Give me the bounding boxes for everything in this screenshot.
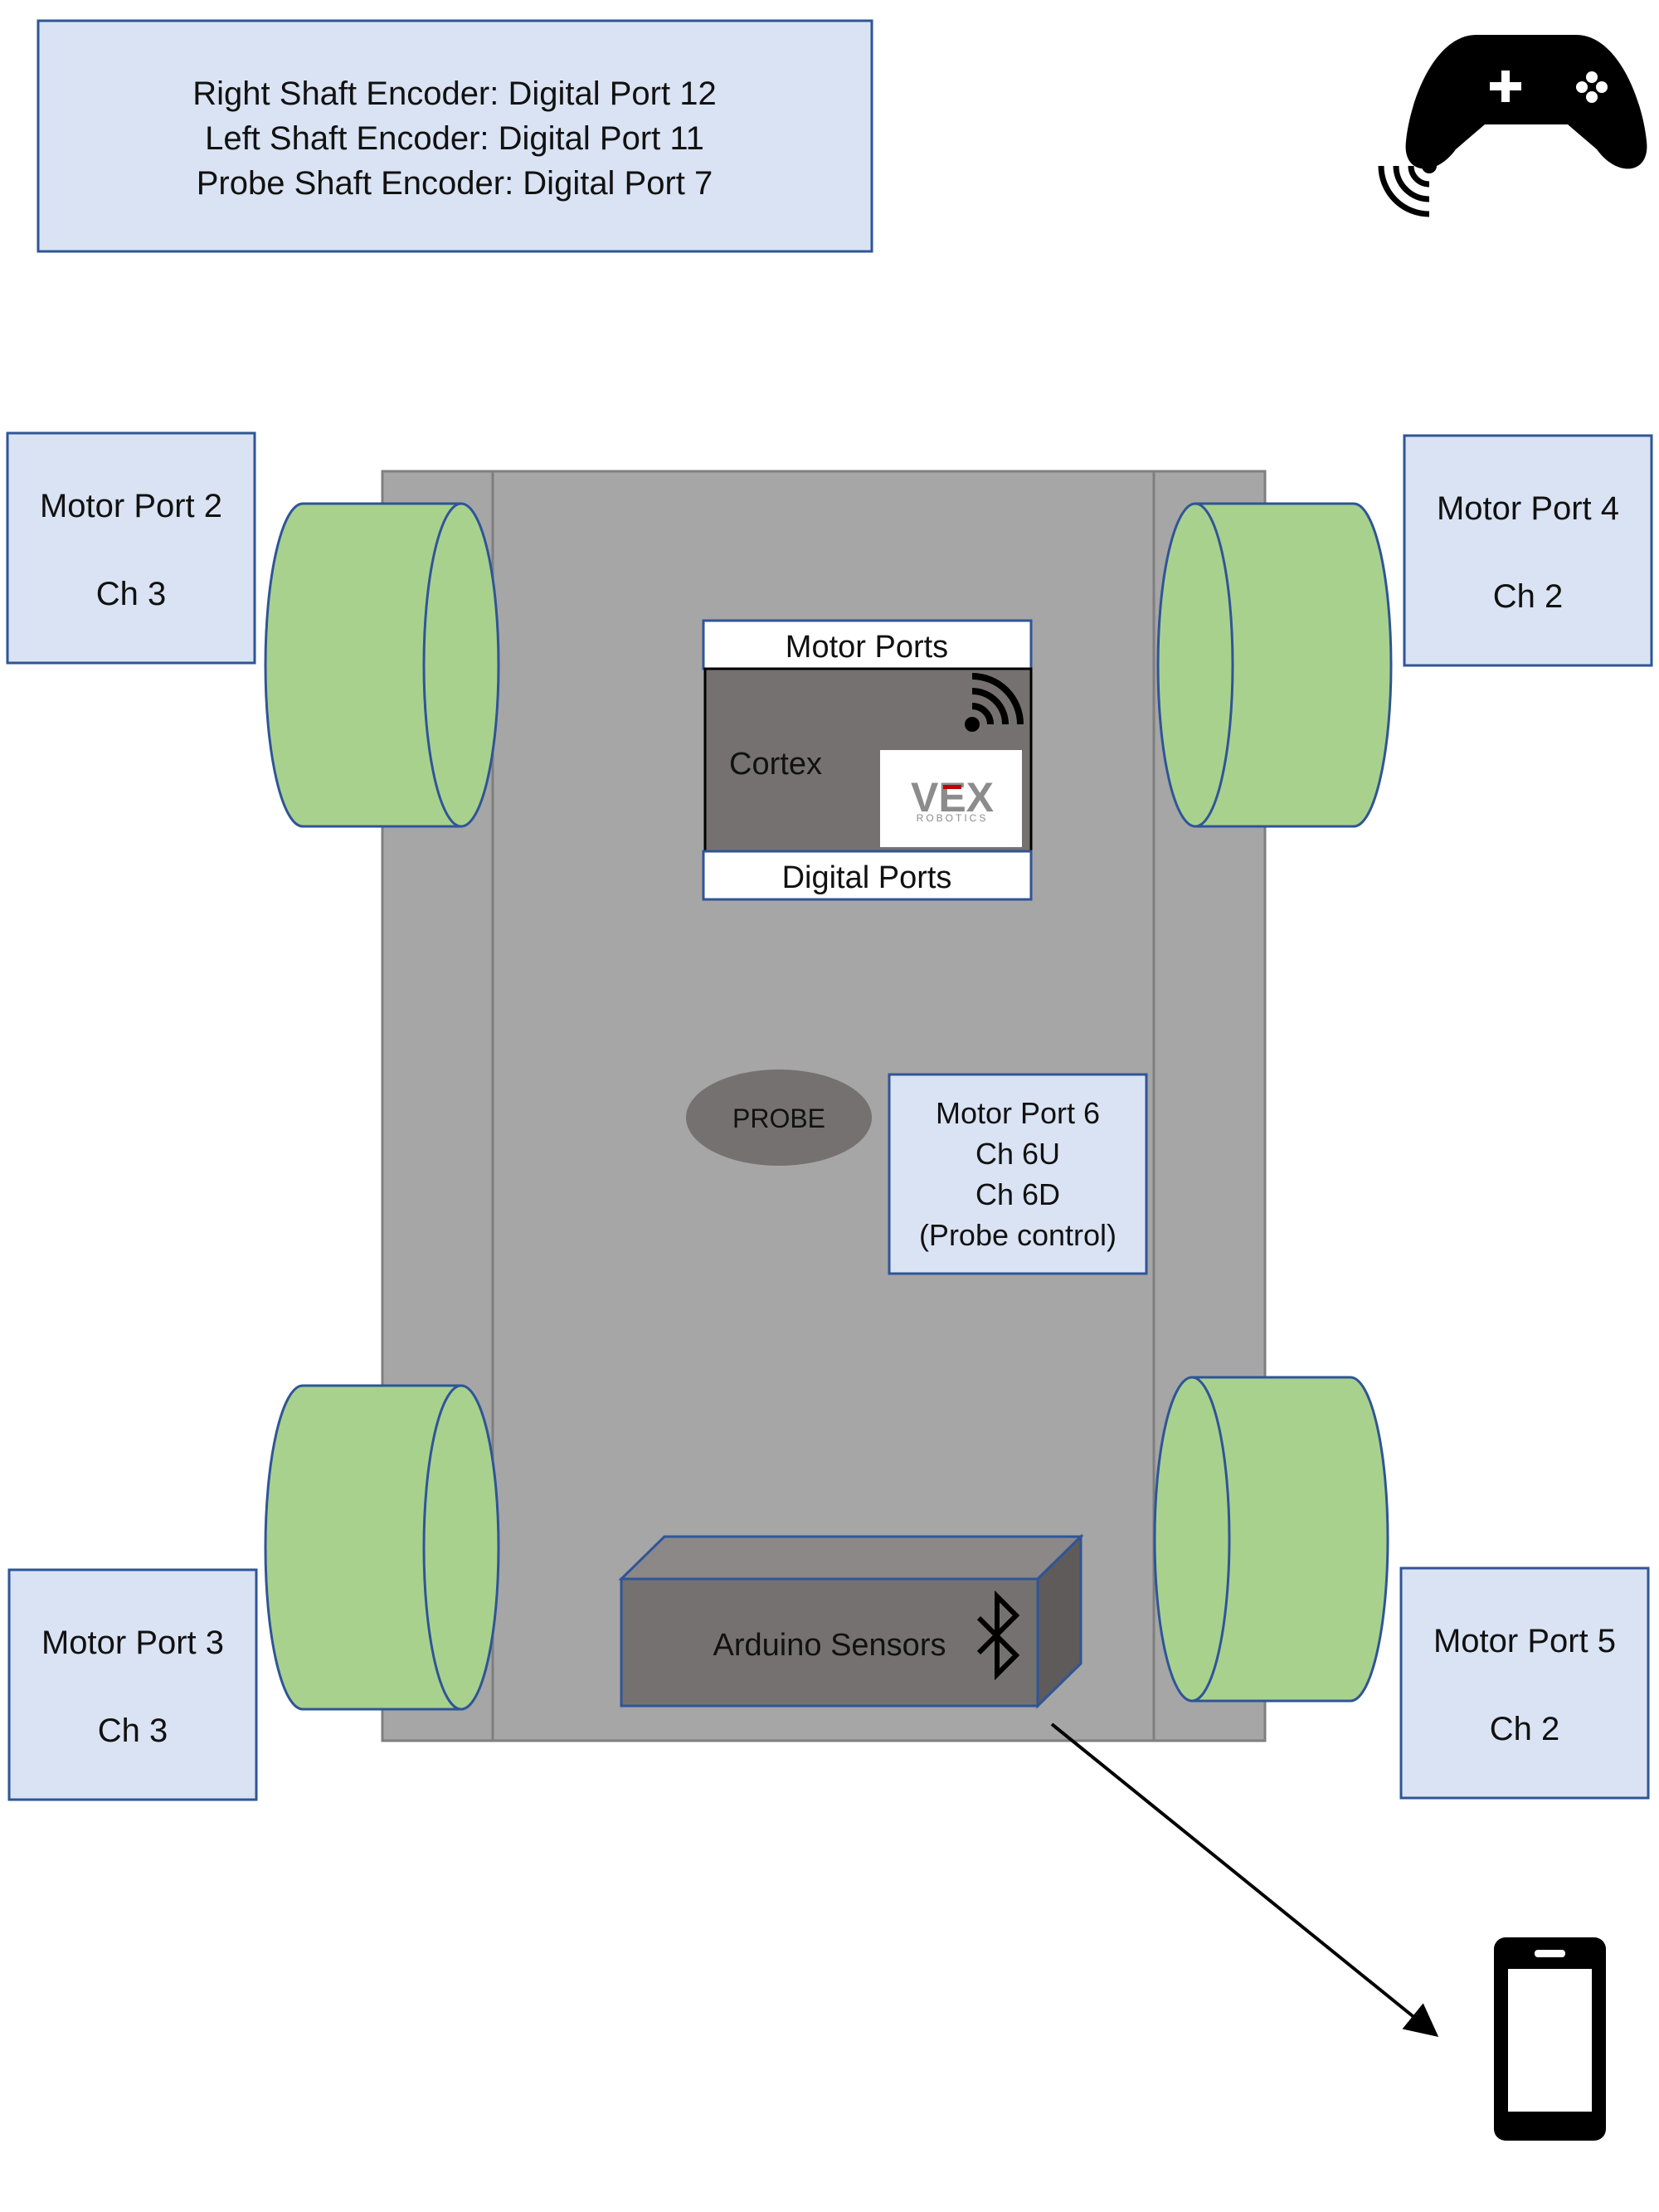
gamepad-icon [1405,35,1647,169]
encoder-line-left: Left Shaft Encoder: Digital Port 11 [205,120,704,157]
probe-motor-line-desc: (Probe control) [919,1218,1117,1252]
motor-label-probe: Motor Port 6 Ch 6U Ch 6D (Probe control) [888,1073,1148,1275]
probe-motor-line-port: Motor Port 6 [936,1096,1100,1130]
motor-port-label: Motor Port 3 [41,1625,224,1661]
wheel-front-left [264,502,500,828]
motor-port-label: Motor Port 2 [40,488,222,524]
probe-label: PROBE [732,1104,825,1133]
motor-channel-label: Ch 2 [1493,578,1564,615]
motor-channel-label: Ch 3 [98,1713,168,1749]
cortex-name-label: Cortex [729,747,822,782]
motor-channel-label: Ch 2 [1490,1711,1560,1747]
wireless-signal-icon [1378,158,1437,217]
motor-label-front-left: Motor Port 2 Ch 3 [6,431,256,665]
motor-label-rear-right: Motor Port 5 Ch 2 [1399,1566,1650,1800]
probe-motor-line-ch6u: Ch 6U [975,1137,1060,1171]
motor-port-label: Motor Port 4 [1437,490,1619,527]
vex-logo-text: VEX [911,774,994,821]
encoder-line-probe: Probe Shaft Encoder: Digital Port 7 [197,165,713,202]
vex-robotics-logo: VEX ROBOTICS [880,750,1022,847]
arduino-sensors-label: Arduino Sensors [713,1628,946,1663]
cortex-motor-ports-label: Motor Ports [786,630,948,665]
wheel-rear-left [264,1384,500,1711]
smartphone-icon [1494,1937,1606,2141]
probe-motor-line-ch6d: Ch 6D [975,1177,1060,1211]
wheel-front-right [1156,502,1393,828]
encoder-info-box: Right Shaft Encoder: Digital Port 12 Lef… [36,19,873,253]
motor-label-front-right: Motor Port 4 Ch 2 [1403,434,1653,667]
motor-port-label: Motor Port 5 [1433,1623,1616,1659]
wifi-icon [965,673,1024,732]
motor-label-rear-left: Motor Port 3 Ch 3 [7,1568,258,1801]
arduino-sensors-module: Arduino Sensors [618,1533,1084,1709]
vex-logo-subtext: ROBOTICS [917,812,989,824]
probe: PROBE [686,1069,872,1166]
bluetooth-icon [976,1590,1020,1681]
connection-arrow [1050,1722,1439,2038]
motor-channel-label: Ch 3 [96,576,167,612]
cortex-controller: Motor Ports Cortex Digital Ports VEX ROB… [702,619,1033,901]
wheel-rear-right [1153,1376,1389,1703]
encoder-line-right: Right Shaft Encoder: Digital Port 12 [192,76,716,112]
cortex-digital-ports-label: Digital Ports [782,860,952,895]
